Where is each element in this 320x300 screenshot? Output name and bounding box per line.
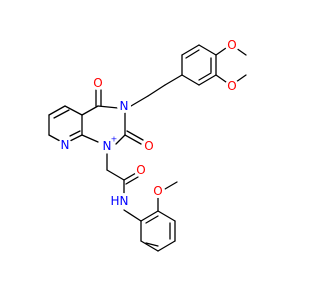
amide-nitrogen: H N bbox=[110, 193, 131, 209]
atom-labels: O O O N O N N + O bbox=[58, 38, 239, 209]
oxygen-label: O bbox=[136, 163, 145, 177]
pyridine-nitrogen: N bbox=[58, 138, 72, 152]
oxygen-label: O bbox=[227, 79, 236, 93]
nitrogen-label: N bbox=[120, 194, 129, 208]
bond-lines bbox=[48, 44, 247, 252]
oxygen-label: O bbox=[227, 38, 236, 52]
anisole-oxygen: O bbox=[151, 184, 165, 198]
nitrogen-label: N bbox=[120, 99, 129, 113]
methoxy-oxygen-lower: O bbox=[225, 79, 239, 93]
nitrogen-label: N bbox=[61, 138, 70, 152]
nitrogen-label: N bbox=[103, 139, 112, 153]
ring-nitrogen-1: N + bbox=[100, 135, 118, 153]
chemical-structure: O O O N O N N + O bbox=[48, 38, 247, 252]
oxygen-label: O bbox=[144, 139, 153, 153]
oxygen-label: O bbox=[93, 76, 102, 90]
methoxy-oxygen-upper: O bbox=[225, 38, 239, 52]
amide-hydrogen-label: H bbox=[110, 194, 119, 208]
ring-nitrogen-3: N bbox=[117, 99, 131, 113]
carbonyl-oxygen-top: O bbox=[91, 76, 105, 90]
carbonyl-oxygen-right: O bbox=[142, 139, 156, 153]
positive-charge: + bbox=[111, 135, 118, 144]
amide-oxygen: O bbox=[134, 163, 148, 177]
oxygen-label: O bbox=[153, 184, 162, 198]
